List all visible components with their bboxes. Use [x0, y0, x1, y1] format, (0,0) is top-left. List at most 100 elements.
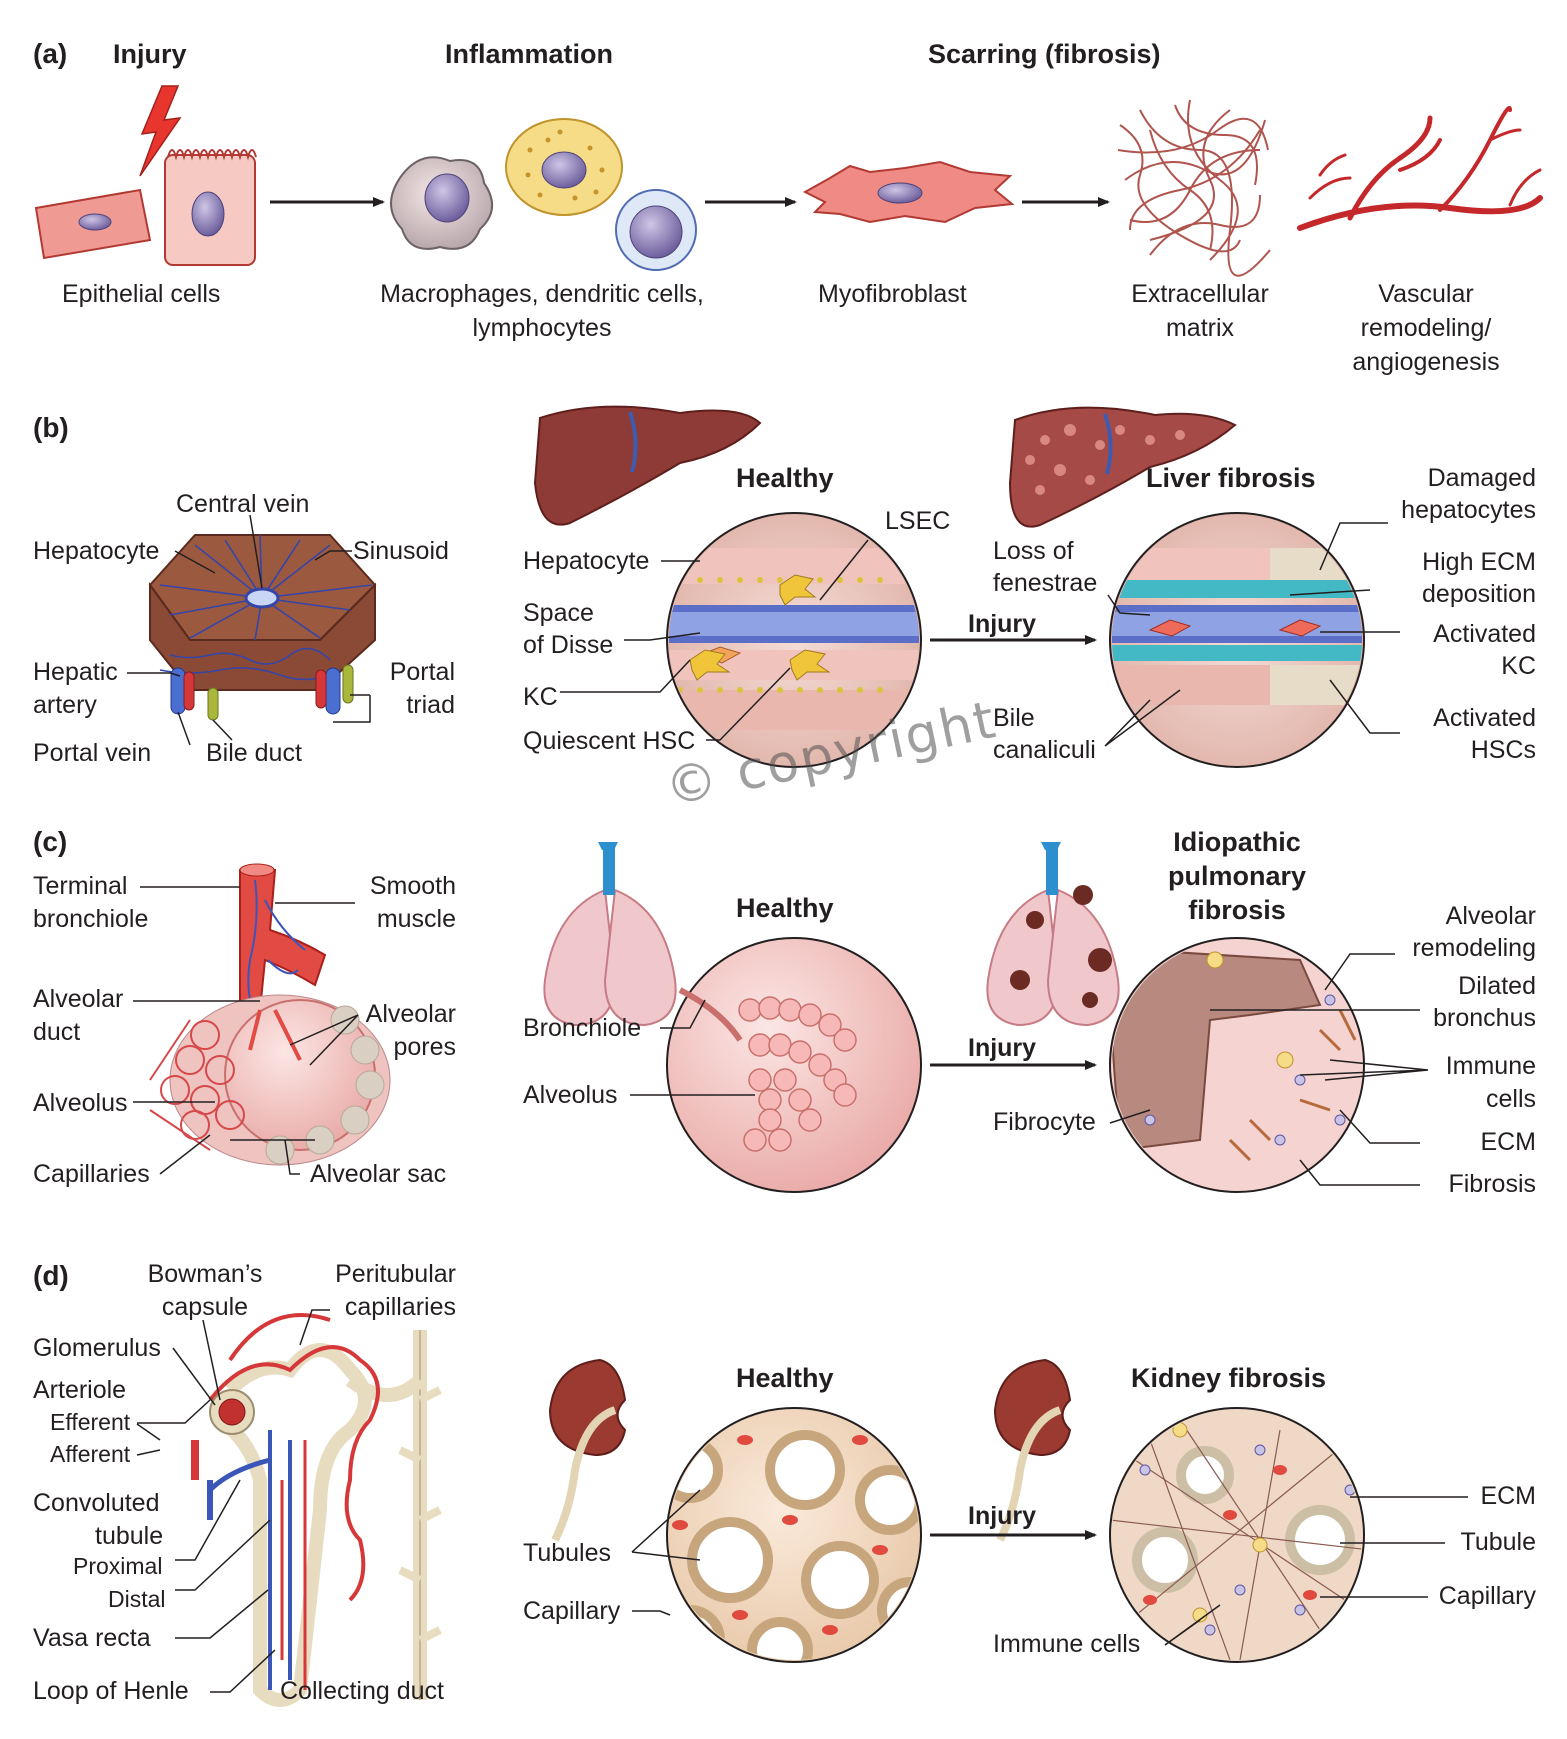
ecm-c-label: ECM — [1480, 1128, 1536, 1156]
epithelial-cells-label: Epithelial cells — [62, 280, 221, 308]
fibrosis-label: Fibrosis — [1448, 1170, 1536, 1198]
dilated-bronchus-label-line1: Dilated — [1458, 972, 1536, 1000]
immune-cells-c-label-line2: cells — [1485, 1085, 1536, 1113]
healthy-kidney-title: Healthy — [736, 1363, 834, 1393]
bile-canaliculi-label-line1: Bile — [993, 704, 1035, 732]
healthy-kidney-tissue-circle — [666, 1407, 922, 1663]
glomerulus-label: Glomerulus — [33, 1334, 161, 1362]
panel-b-graphics — [127, 405, 1400, 768]
alveolar-duct-label-line1: Alveolar — [33, 985, 124, 1013]
nephron-illustration — [191, 1313, 442, 1707]
convoluted-tubule-label-line2: tubule — [95, 1522, 164, 1550]
vascular-label-line3: angiogenesis — [1352, 348, 1500, 376]
immune-cells-illustration — [390, 118, 697, 271]
space-of-disse-label-line2: of Disse — [523, 631, 614, 659]
damaged-hepatocytes-label-line1: Damaged — [1427, 464, 1536, 492]
myofibroblast-illustration — [802, 160, 1015, 224]
alveolus-label: Alveolus — [33, 1089, 128, 1117]
healthy-capillary-label: Capillary — [523, 1597, 621, 1625]
alveolar-duct-label-line2: duct — [33, 1018, 81, 1046]
hepatocyte-label: Hepatocyte — [33, 537, 160, 565]
collecting-duct-label: Collecting duct — [280, 1677, 444, 1705]
alveolar-pores-label-line1: Alveolar — [365, 1000, 456, 1028]
ipf-title-line2: pulmonary — [1167, 861, 1307, 891]
dilated-bronchus-label-line2: bronchus — [1433, 1004, 1536, 1032]
activated-hscs-label-line2: HSCs — [1470, 736, 1536, 764]
convoluted-tubule-label-line1: Convoluted — [33, 1489, 160, 1517]
vasa-recta-label: Vasa recta — [33, 1624, 151, 1652]
quiescent-hsc-label: Quiescent HSC — [523, 727, 696, 755]
fibrotic-lungs-illustration — [986, 842, 1120, 1027]
healthy-liver-title: Healthy — [736, 463, 834, 493]
panel-c-label: (c) — [33, 826, 68, 857]
kidney-fibrosis-title: Kidney fibrosis — [1131, 1363, 1327, 1393]
activated-kc-label-line1: Activated — [1433, 620, 1536, 648]
panel-a-label: (a) — [33, 38, 68, 69]
myofibroblast-label: Myofibroblast — [818, 280, 967, 308]
liver-lobule-illustration — [148, 534, 377, 721]
smooth-muscle-label-line1: Smooth — [369, 872, 456, 900]
portal-triad-label-line2: triad — [406, 691, 455, 719]
bronchiole-label: Bronchiole — [523, 1014, 642, 1042]
ecm-label-line2: matrix — [1165, 314, 1235, 342]
immune-cells-label-line1: Macrophages, dendritic cells, — [380, 280, 704, 308]
extracellular-matrix-illustration — [1117, 99, 1271, 277]
fibrotic-kidney-illustration — [993, 1358, 1072, 1542]
bile-duct-label: Bile duct — [206, 739, 302, 767]
immune-cells-label-line2: lymphocytes — [472, 314, 612, 342]
panel-a-graphics — [34, 85, 1543, 277]
efferent-label: Efferent — [50, 1409, 131, 1435]
alveolar-remodeling-label-line2: remodeling — [1412, 934, 1536, 962]
alveolar-remodeling-label-line1: Alveolar — [1445, 902, 1536, 930]
kidney-immune-cells-label: Immune cells — [993, 1630, 1141, 1658]
hepatic-artery-label-line1: Hepatic — [33, 658, 118, 686]
terminal-bronchiole-label-line2: bronchiole — [33, 905, 149, 933]
kidney-ecm-label: ECM — [1480, 1482, 1536, 1510]
healthy-lung-tissue-circle — [666, 937, 922, 1193]
central-vein-label: Central vein — [176, 490, 310, 518]
healthy-lung-title: Healthy — [736, 893, 834, 923]
afferent-label: Afferent — [50, 1441, 131, 1467]
healthy-lungs-illustration — [543, 842, 677, 1027]
damaged-hepatocytes-label-line2: hepatocytes — [1401, 496, 1536, 524]
alveolar-pores-label-line2: pores — [393, 1033, 456, 1061]
alveolar-sac-label: Alveolar sac — [310, 1160, 447, 1188]
injury-label-d: Injury — [968, 1502, 1037, 1530]
vascular-label-line2: remodeling/ — [1360, 314, 1492, 342]
fibrocyte-label: Fibrocyte — [993, 1108, 1096, 1136]
bile-canaliculi-label-line2: canaliculi — [993, 736, 1096, 764]
loss-of-fenestrae-label-line1: Loss of — [993, 537, 1074, 565]
kidney-capillary-label: Capillary — [1438, 1582, 1536, 1610]
activated-hscs-label-line1: Activated — [1433, 704, 1536, 732]
space-of-disse-label-line1: Space — [523, 599, 594, 627]
activated-kc-label-line2: KC — [1501, 652, 1536, 680]
injury-label-b: Injury — [968, 610, 1037, 638]
loss-of-fenestrae-label-line2: fenestrae — [993, 569, 1098, 597]
bronchiole-alveoli-illustration — [149, 863, 391, 1166]
healthy-liver-illustration — [533, 405, 762, 526]
epithelial-cells-illustration — [34, 85, 257, 266]
portal-triad-label-line1: Portal — [389, 658, 455, 686]
panel-b-label: (b) — [33, 412, 69, 443]
peritubular-capillaries-label-line2: capillaries — [344, 1293, 456, 1321]
tubules-label: Tubules — [523, 1539, 612, 1567]
loop-of-henle-label: Loop of Henle — [33, 1677, 189, 1705]
vascular-label-line1: Vascular — [1378, 280, 1474, 308]
lsec-label: LSEC — [885, 507, 951, 535]
distal-label: Distal — [108, 1586, 166, 1612]
proximal-label: Proximal — [73, 1553, 163, 1579]
kc-label: KC — [523, 683, 558, 711]
healthy-alveolus-label: Alveolus — [523, 1081, 618, 1109]
healthy-kidney-illustration — [548, 1358, 627, 1542]
stage-inflammation: Inflammation — [445, 39, 614, 69]
arteriole-label: Arteriole — [33, 1376, 127, 1404]
immune-cells-c-label-line1: Immune — [1445, 1052, 1536, 1080]
panel-d-label: (d) — [33, 1260, 69, 1291]
panel-c-graphics — [133, 842, 1429, 1193]
peritubular-capillaries-label-line1: Peritubular — [335, 1260, 456, 1288]
fibrotic-lung-tissue-circle — [1109, 937, 1365, 1193]
portal-vein-label: Portal vein — [33, 739, 152, 767]
fibrotic-kidney-tissue-circle — [1109, 1407, 1365, 1663]
bowmans-capsule-label-line1: Bowman’s — [147, 1260, 263, 1288]
